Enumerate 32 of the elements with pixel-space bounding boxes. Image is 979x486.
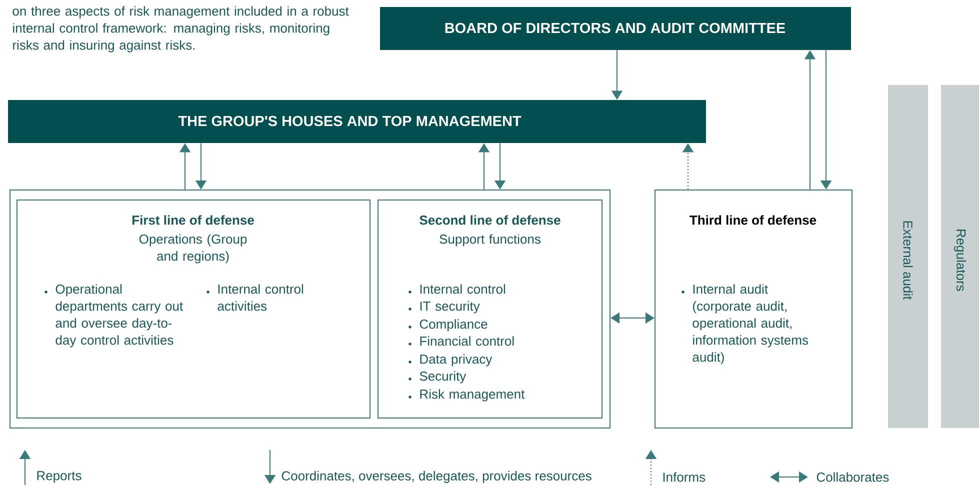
bullet-item: Internal control activities [206,284,304,311]
title-bar [380,7,851,50]
legend-text: Collaborates [816,472,889,482]
legend-text: Reports [37,471,82,483]
arrow [610,312,654,324]
title-bar [8,100,706,143]
bullet-item: Operational departments carry out and oversee day-to-day control activities [44,284,183,348]
intro-text: on three aspects of risk management included in a robust internal control framework: managing risks, monitoring risks and insuring against risks. [12,6,349,52]
band-label: External audit [903,221,913,300]
bullet-item: IT security [408,301,480,314]
bullet-item: Data privacy [408,354,492,366]
bullet-item: Financial control [408,336,514,346]
box-title: BOARD OF DIRECTORS AND AUDIT COMMITTEE [445,22,786,34]
legend-text: Informs [663,472,706,482]
bullet-item: Internal control [408,284,506,294]
bullet-item: Security [408,371,466,384]
band-label: Regulators [954,230,966,291]
box-heading: Second line of defense [420,215,560,225]
defense-box [378,200,602,418]
box-title: THE GROUP'S HOUSES AND TOP MANAGEMENT [178,116,522,126]
legend-text: Coordinates, oversees, delegates, provides resources [282,470,592,484]
side-band [941,85,979,428]
defense-box [16,200,370,418]
box-heading: Third line of defense [690,215,816,225]
box-subtitle: Support functions [440,234,540,246]
bullet-item: Risk management [408,389,525,402]
defense-box [654,190,852,428]
box-heading: First line of defense [132,215,254,225]
bullet-item: Compliance [408,319,488,332]
side-band [888,85,928,428]
bullet-item: Internal audit (corporate audit, operational audit, information systems audit) [682,284,808,364]
box-subtitle: Operations (Group and regions) [139,234,247,264]
